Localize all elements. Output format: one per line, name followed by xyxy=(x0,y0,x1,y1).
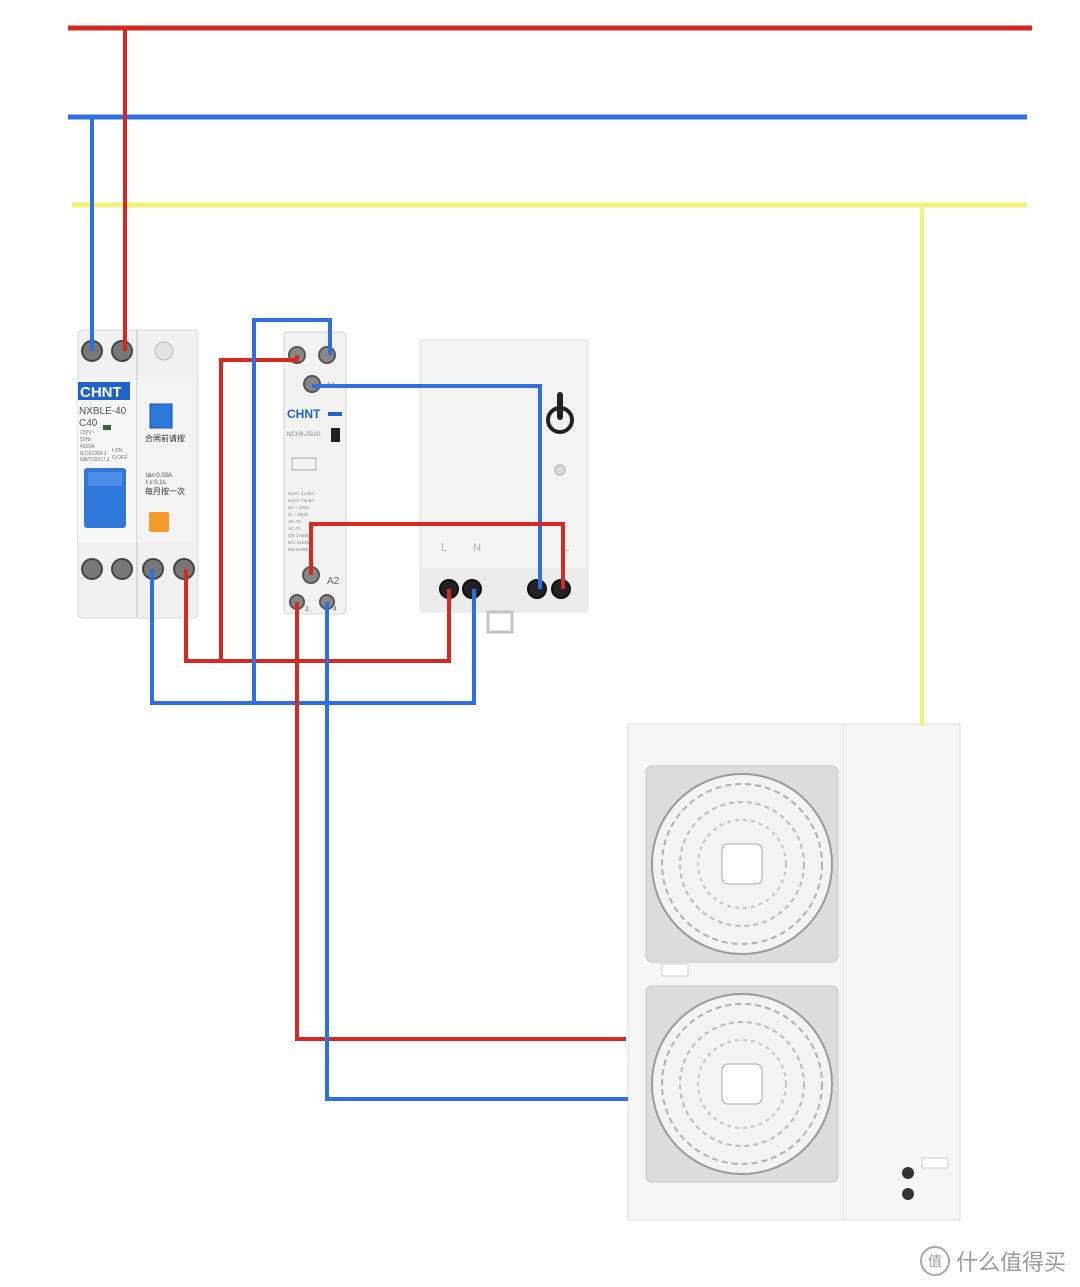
live-rcbo-to-switch xyxy=(184,569,451,663)
contactor: A1 CHNT NCH8-25/20 Ie(AC-1) 25A Ie(AC-7a… xyxy=(283,331,347,615)
contactor-terminal-3 xyxy=(318,346,336,364)
smart-switch-module: L N L xyxy=(419,339,589,634)
svg-text:L: L xyxy=(441,542,447,554)
svg-text:A2: A2 xyxy=(327,576,340,587)
svg-text:AC-7a: AC-7a xyxy=(288,519,301,524)
rcbo-monthly-note: 每月按一次 xyxy=(145,486,185,496)
rcbo-model: NXBLE-40 xyxy=(79,406,127,417)
contactor-spec-lines: Ie(AC-1) 25A Ie(AC-7a) 8A Ue ~ 230V Ui ~… xyxy=(288,491,314,552)
outdoor-port-2 xyxy=(902,1188,914,1200)
svg-text:IEC 61095: IEC 61095 xyxy=(288,540,310,545)
din-clip xyxy=(486,610,514,634)
rcbo-reset-note: 合闸前请按 xyxy=(145,433,185,443)
watermark-text: 什么值得买 xyxy=(955,1251,1066,1276)
outdoor-port-1 xyxy=(902,1167,914,1179)
neutral-branch-to-contactor xyxy=(252,318,332,703)
rcbo-indicator xyxy=(149,403,173,429)
coil-wire-a1 xyxy=(312,384,542,589)
svg-text:I∆n 0.03A: I∆n 0.03A xyxy=(146,472,172,479)
switch-terminal-out-1 xyxy=(527,579,547,599)
svg-text:Ui ~ 500V: Ui ~ 500V xyxy=(288,512,308,517)
svg-text:230V~: 230V~ xyxy=(80,430,95,436)
neutral-contactor-to-unit xyxy=(325,602,628,1101)
svg-text:50Hz: 50Hz xyxy=(80,437,92,443)
svg-text:Ue ~ 230V: Ue ~ 230V xyxy=(288,505,309,510)
rcbo-spec-lines: 230V~ 50Hz 4500A IEC61009-1 GB/T16917.1 … xyxy=(80,430,127,463)
contactor-model: NCH8-25/20 xyxy=(287,432,321,438)
rcbo-rating: C40 xyxy=(79,418,98,429)
svg-text:Ie(AC-1) 25A: Ie(AC-1) 25A xyxy=(288,491,314,496)
smart-switch-labels: L N L xyxy=(441,542,569,554)
svg-text:IEC61009-1: IEC61009-1 xyxy=(80,451,107,457)
contactor-brand: CHNT xyxy=(287,407,321,421)
rcbo-brand: CHNT xyxy=(80,384,122,401)
rcbo-leak-spec: I∆n 0.03A t ≤ 0.1s xyxy=(146,472,172,486)
svg-text:L: L xyxy=(563,542,569,554)
svg-text:GB/T16917.1: GB/T16917.1 xyxy=(80,457,110,463)
watermark-logo-icon: 值 xyxy=(919,1246,950,1276)
svg-text:2: 2 xyxy=(305,606,309,613)
svg-text:Ie(AC-7a) 8A: Ie(AC-7a) 8A xyxy=(288,498,314,503)
rcbo-top-terminal-l xyxy=(111,340,133,362)
svg-text:EN 61095: EN 61095 xyxy=(288,547,309,552)
live-branch-to-contactor xyxy=(219,355,299,661)
svg-text:4: 4 xyxy=(333,606,337,613)
svg-text:N: N xyxy=(473,542,481,554)
neutral-rcbo-to-switch xyxy=(150,569,476,705)
svg-text:t ≤ 0.1s: t ≤ 0.1s xyxy=(146,480,166,486)
svg-text:O OFF: O OFF xyxy=(112,455,127,461)
rcbo-test-button[interactable] xyxy=(149,512,169,532)
svg-text:I ON: I ON xyxy=(112,448,123,454)
coil-wire-a2 xyxy=(309,522,565,589)
live-contactor-to-unit xyxy=(295,602,626,1041)
status-led-icon xyxy=(554,464,566,476)
watermark: 值 什么值得买 xyxy=(919,1245,1066,1277)
outdoor-ac-unit xyxy=(627,723,961,1221)
svg-text:AC-7b: AC-7b xyxy=(288,526,301,531)
svg-text:GB 17885: GB 17885 xyxy=(288,533,309,538)
reset-key-icon xyxy=(546,392,574,434)
rcbo-breaker: CHNT NXBLE-40 C40 230V~ 50Hz 4500A IEC61… xyxy=(77,329,199,619)
svg-text:4500A: 4500A xyxy=(80,444,95,450)
